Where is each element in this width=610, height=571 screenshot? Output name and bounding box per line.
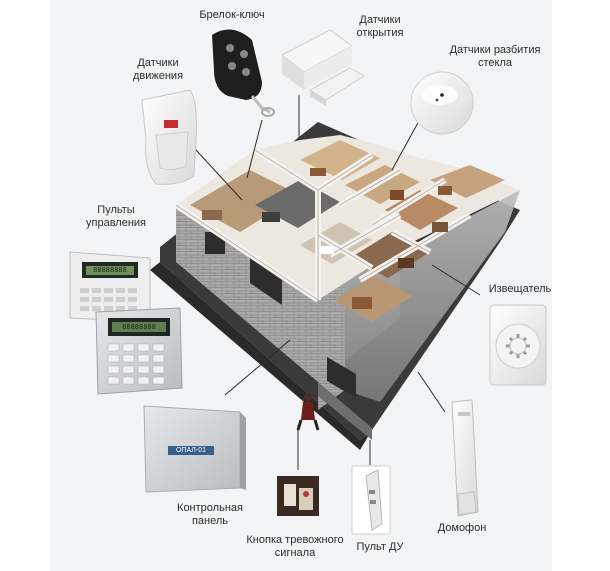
label-opening-sensors: Датчики открытия [356,14,404,39]
label-control-panel: Контрольная панель [177,502,243,527]
label-siren: Извещатель [488,283,552,295]
keyfob-device [212,29,275,117]
label-control-consoles: Пульты управления [86,204,146,229]
leader-lines [164,95,481,470]
label-motion-sensors: Датчики движения [132,57,184,82]
console-2-screen-text: 88888888 [122,323,156,331]
control-panel-brand-label: ОПАЛ-01 [175,447,206,454]
motion-sensor-device [141,89,197,185]
opening-sensor-device [281,29,365,106]
glass-break-sensor-device [410,71,474,135]
control-console-2 [95,307,183,395]
label-glass-break-sensors: Датчики разбития стекла [449,44,541,69]
intercom-device [451,399,479,517]
label-remote-control: Пульт ДУ [356,541,404,553]
house-floor-plan [174,135,520,322]
label-panic-button: Кнопка тревожного сигнала [246,534,344,559]
remote-control-device [351,465,391,535]
label-intercom: Домофон [437,522,487,534]
siren-device [489,304,547,386]
label-keyfob: Брелок-ключ [199,9,265,21]
control-panel-device [143,405,246,493]
panic-button-device [277,476,319,516]
house-outer-walls [176,190,520,440]
console-1-screen-text: 88888888 [93,266,127,274]
